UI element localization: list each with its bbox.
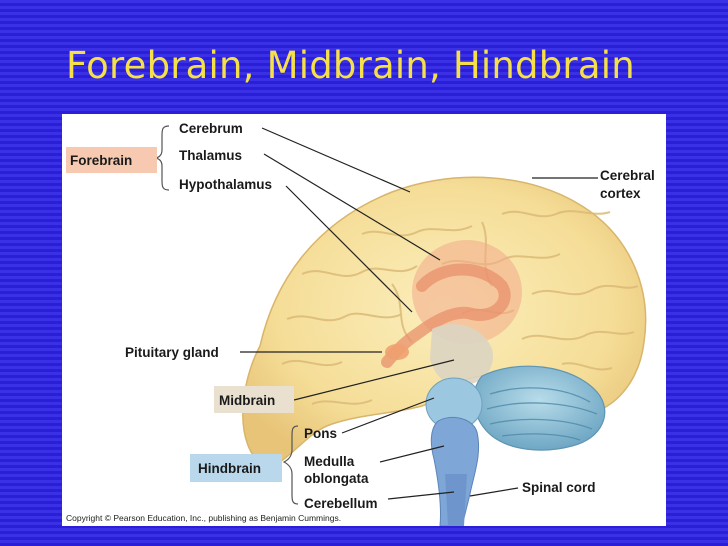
slide-title: Forebrain, Midbrain, Hindbrain [66, 44, 635, 87]
cerebral-cortex-label-2: cortex [600, 186, 641, 201]
cerebral-cortex-label-1: Cerebral [600, 168, 655, 183]
hindbrain-label-box [190, 454, 282, 482]
midbrain-label-box [214, 386, 294, 413]
cerebellum-shape [473, 365, 606, 451]
medulla-shape [430, 416, 480, 526]
cerebrum-label: Cerebrum [179, 121, 243, 136]
medulla-label-1: Medulla [304, 454, 355, 469]
brain-diagram: Forebrain Midbrain Hindbrain Cerebrum Th… [66, 121, 655, 526]
medulla-label-2: oblongata [304, 471, 369, 486]
pituitary-shape [385, 344, 409, 360]
cerebellum-label: Cerebellum [304, 496, 378, 511]
hindbrain-label: Hindbrain [198, 461, 261, 476]
thalamus-label: Thalamus [179, 148, 242, 163]
pituitary-gland-label: Pituitary gland [125, 345, 219, 360]
hypothalamus-label: Hypothalamus [179, 177, 272, 192]
fornix-shape [381, 263, 511, 368]
midbrain-shape [430, 324, 493, 387]
pons-label: Pons [304, 426, 337, 441]
spinal-cord-shape [445, 474, 467, 526]
cerebellum-folia [486, 387, 598, 441]
spinal-cord-label: Spinal cord [522, 480, 596, 495]
forebrain-label-box [66, 147, 157, 173]
leader-lines [240, 127, 598, 500]
midbrain-label: Midbrain [219, 393, 275, 408]
copyright-notice: Copyright © Pearson Education, Inc., pub… [66, 513, 341, 523]
forebrain-label: Forebrain [70, 153, 132, 168]
diagram-panel: Forebrain Midbrain Hindbrain Cerebrum Th… [62, 114, 666, 526]
